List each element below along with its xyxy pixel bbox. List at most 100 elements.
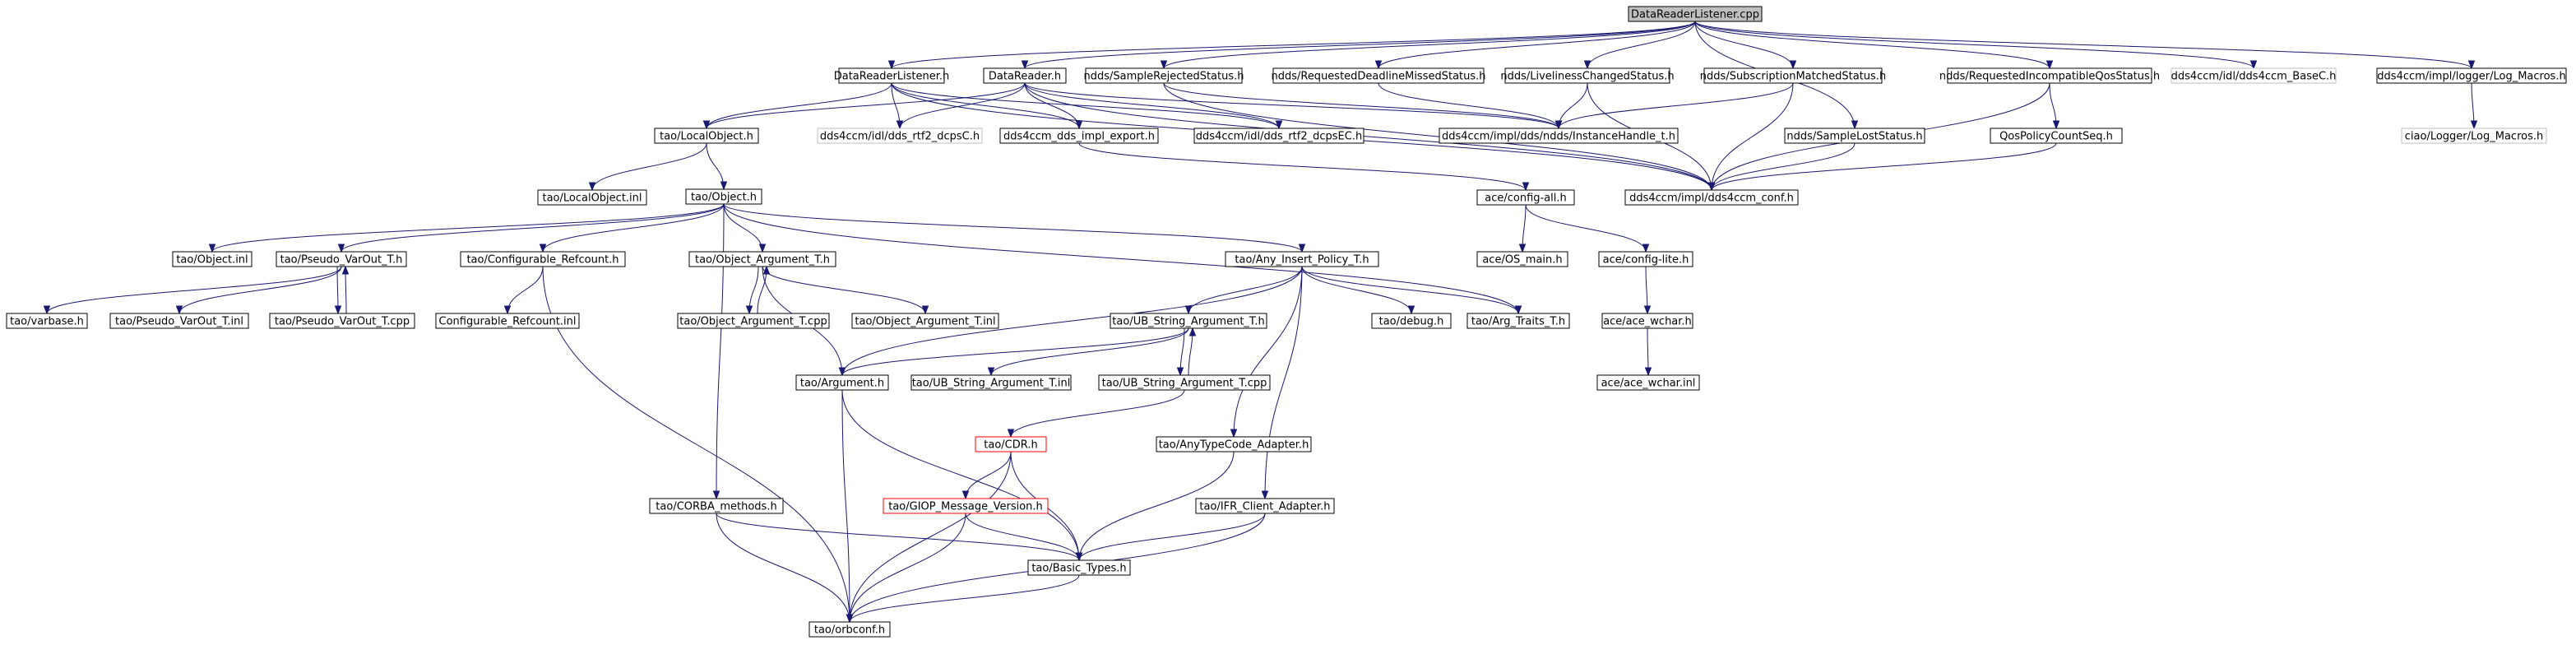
node-ace-ace-wchar-h[interactable]: ace/ace_wchar.h [1601,313,1693,329]
edge-line [1078,513,1266,561]
node-box [1272,67,1485,84]
edge-arrowhead [887,60,896,70]
node-tao-object-argument-t-inl[interactable]: tao/Object_Argument_T.inl [851,313,999,329]
edge-arrowhead [1075,552,1083,562]
node-tao-cdr-h[interactable]: tao/CDR.h [975,436,1047,452]
edge-tao-object-h-to-tao-any-insert-policy-t-h [723,203,1306,253]
node-tao-object-argument-t-cpp[interactable]: tao/Object_Argument_T.cpp [677,313,830,329]
edge-tao-object-h-to-tao-corba-methods-h [712,203,725,500]
node-ace-config-all-h[interactable]: ace/config-all.h [1476,189,1575,206]
node-tao-basic-types-h[interactable]: tao/Basic_Types.h [1027,559,1131,576]
node-dds4ccm-impl-dds-ndds-instancehandle-t-h[interactable]: dds4ccm/impl/dds/ndds/InstanceHandle_t.h [1439,128,1679,144]
edge-arrowhead [720,181,728,191]
node-ace-config-lite-h[interactable]: ace/config-lite.h [1598,251,1693,267]
node-box [1027,559,1131,576]
node-box [6,313,88,329]
node-ndds-subscriptionmatchedstatus-h[interactable]: ndds/SubscriptionMatchedStatus.h [1700,67,1886,84]
edge-arrowhead [1642,244,1650,253]
node-label: tao/Object_Argument_T.h [695,254,830,267]
edge-arrowhead [2470,120,2478,130]
node-ace-ace-wchar-inl[interactable]: ace/ace_wchar.inl [1596,374,1700,391]
node-ndds-requesteddeadlinemissedstatus-h[interactable]: ndds/RequestedDeadlineMissedStatus.h [1271,67,1486,84]
node-tao-ub-string-argument-t-inl[interactable]: tao/UB_String_Argument_T.inl [910,374,1072,391]
node-label: Configurable_Refcount.inl [439,316,577,328]
edge-ndds-subscriptionmatchedstatus-h-to-dds4ccm-impl-dds4ccm-conf-h [1707,82,1794,192]
node-label: tao/Object.h [691,192,757,204]
node-datareaderlistener-h[interactable]: DataReaderListener.h [834,67,950,84]
node-label: ndds/LivelinessChangedStatus.h [1500,71,1674,83]
node-ndds-livelinesschangedstatus-h[interactable]: ndds/LivelinessChangedStatus.h [1500,67,1675,84]
node-tao-ub-string-argument-t-cpp[interactable]: tao/UB_String_Argument_T.cpp [1098,374,1271,391]
node-tao-object-argument-t-h[interactable]: tao/Object_Argument_T.h [688,251,836,267]
node-tao-corba-methods-h[interactable]: tao/CORBA_methods.h [649,498,784,514]
node-tao-argument-h[interactable]: tao/Argument.h [795,374,889,391]
node-tao-ifr-client-adapter-h[interactable]: tao/IFR_Client_Adapter.h [1195,498,1335,514]
node-ace-os-main-h[interactable]: ace/OS_main.h [1476,251,1568,267]
edge-arrowhead [341,265,350,275]
edge-arrowhead [921,305,929,315]
node-dds4ccm-idl-dds4ccm-basec-h[interactable]: dds4ccm/idl/dds4ccm_BaseC.h [2171,67,2337,84]
edge-arrowhead [503,305,512,315]
edge-tao-ub-string-argument-t-h-to-tao-ub-string-argument-t-cpp [1176,327,1185,377]
node-configurable-refcount-inl[interactable]: Configurable_Refcount.inl [435,313,580,329]
node-tao-pseudo-varout-t-h[interactable]: tao/Pseudo_VarOut_T.h [276,251,407,267]
node-label: tao/CDR.h [984,439,1037,452]
node-label: ndds/RequestedIncompatibleQosStatus.h [1939,71,2160,83]
node-tao-giop-message-version-h[interactable]: tao/GIOP_Message_Version.h [883,498,1049,514]
edge-line [1694,21,2472,69]
node-tao-object-h[interactable]: tao/Object.h [685,188,762,205]
edge-datareaderlistener-cpp-to-datareaderlistener-h [887,21,1696,70]
node-label: tao/UB_String_Argument_T.cpp [1102,378,1267,390]
node-tao-varbase-h[interactable]: tao/varbase.h [6,313,88,329]
node-box [2171,67,2337,84]
node-dds4ccm-impl-dds4ccm-conf-h[interactable]: dds4ccm/impl/dds4ccm_conf.h [1624,189,1799,206]
edge-arrowhead [762,265,771,275]
node-ndds-sampleloststatus-h[interactable]: ndds/SampleLostStatus.h [1784,128,1925,144]
node-tao-localobject-h[interactable]: tao/LocalObject.h [654,128,759,144]
node-tao-any-insert-policy-t-h[interactable]: tao/Any_Insert_Policy_T.h [1225,251,1379,267]
node-label: tao/AnyTypeCode_Adapter.h [1159,439,1309,452]
edge-tao-any-insert-policy-t-h-to-tao-debug-h [1301,266,1415,315]
node-ndds-requestedincompatibleqosstatus-h[interactable]: ndds/RequestedIncompatibleQosStatus.h [1939,67,2160,84]
edge-tao-basic-types-h-to-tao-orbconf-h [846,574,1080,624]
edge-line [1024,21,1696,69]
node-tao-ub-string-argument-t-h[interactable]: tao/UB_String_Argument_T.h [1110,313,1267,329]
node-label: dds4ccm_dds_impl_export.h [1003,131,1155,143]
node-tao-debug-h[interactable]: tao/debug.h [1371,313,1452,329]
node-box [1085,67,1243,84]
node-label: ndds/SampleRejectedStatus.h [1084,71,1244,83]
node-dds4ccm-impl-logger-log-macros-h[interactable]: dds4ccm/impl/logger/Log_Macros.h [2376,67,2567,84]
node-tao-pseudo-varout-t-inl[interactable]: tao/Pseudo_VarOut_T.inl [109,313,249,329]
edge-datareader-h-to-dds4ccm-dds-impl-export-h [1024,82,1083,130]
node-tao-orbconf-h[interactable]: tao/orbconf.h [808,621,891,638]
edge-tao-pseudo-varout-t-cpp-to-tao-pseudo-varout-t-h [341,265,350,314]
edge-datareaderlistener-cpp-to-ndds-samplerejectedstatus-h [1160,21,1696,70]
node-tao-localobject-inl[interactable]: tao/LocalObject.inl [537,189,647,206]
node-dds4ccm-idl-dds-rtf2-dcpsec-h[interactable]: dds4ccm/idl/dds_rtf2_dcpsEC.h [1193,128,1364,144]
node-tao-anytypecode-adapter-h[interactable]: tao/AnyTypeCode_Adapter.h [1156,436,1312,452]
node-ndds-samplerejectedstatus-h[interactable]: ndds/SampleRejectedStatus.h [1084,67,1244,84]
node-ciao-logger-log-macros-h[interactable]: ciao/Logger/Log_Macros.h [2401,128,2547,144]
edge-line [1694,21,2254,69]
node-dds4ccm-idl-dds-rtf2-dcpsc-h[interactable]: dds4ccm/idl/dds_rtf2_dcpsC.h [817,128,983,144]
edge-arrowhead [334,305,342,315]
node-tao-object-inl[interactable]: tao/Object.inl [172,251,253,267]
node-box [999,128,1159,144]
node-tao-arg-traits-t-h[interactable]: tao/Arg_Traits_T.h [1466,313,1570,329]
edge-arrowhead [1514,305,1522,315]
node-qospolicycountseq-h[interactable]: QosPolicyCountSeq.h [1990,128,2123,144]
edge-arrowhead [1554,120,1563,130]
node-box [269,313,415,329]
edge-ndds-samplerejectedstatus-h-to-dds4ccm-impl-dds-ndds-instancehandle-t-h [1163,82,1563,130]
node-label: tao/Pseudo_VarOut_T.cpp [275,316,410,328]
node-datareader-h[interactable]: DataReader.h [983,67,1067,84]
node-dds4ccm-dds-impl-export-h[interactable]: dds4ccm_dds_impl_export.h [999,128,1159,144]
edge-line [1378,21,1696,69]
node-tao-pseudo-varout-t-cpp[interactable]: tao/Pseudo_VarOut_T.cpp [269,313,415,329]
node-datareaderlistener-cpp[interactable]: DataReaderListener.cpp [1628,6,1763,22]
node-box [677,313,830,329]
node-box [1439,128,1679,144]
node-box [1476,189,1575,206]
node-tao-configurable-refcount-h[interactable]: tao/Configurable_Refcount.h [460,251,626,267]
edge-arrowhead [1583,60,1591,70]
